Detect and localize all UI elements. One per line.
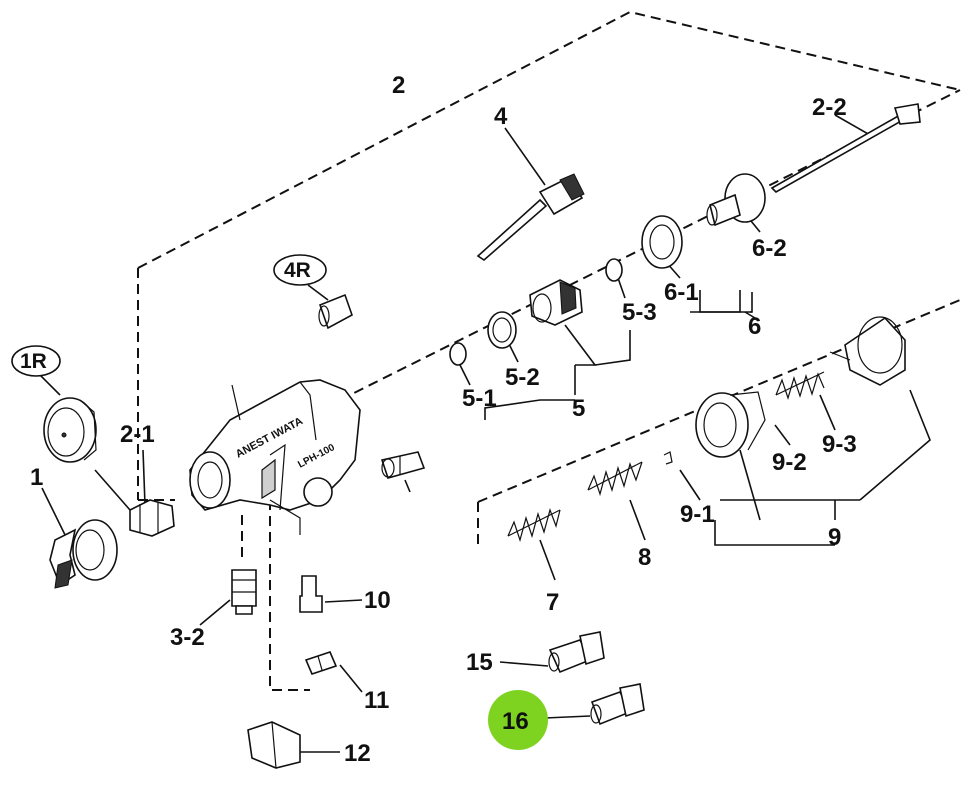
part-5-valve <box>529 279 583 326</box>
label-12: 12 <box>344 740 371 767</box>
part-5-1-o-ring <box>449 342 467 366</box>
label-1r: 1R <box>20 350 47 373</box>
label-5-2: 5-2 <box>505 364 540 391</box>
label-4: 4 <box>494 103 508 130</box>
label-6-1: 6-1 <box>664 279 699 306</box>
part-9-3-spring <box>775 371 825 400</box>
part-5-3-o-ring <box>605 258 623 282</box>
label-3-2: 3-2 <box>170 624 205 651</box>
part-6-2-packing-screw <box>706 173 766 227</box>
label-2: 2 <box>392 72 405 99</box>
label-5-3: 5-3 <box>622 299 657 326</box>
label-8: 8 <box>638 544 651 571</box>
part-2-2-needle <box>770 103 921 193</box>
part-3-2-air-inlet <box>231 569 257 615</box>
part-5-2-o-ring <box>487 311 517 349</box>
part-15-connector <box>548 631 605 674</box>
label-9-1: 9-1 <box>680 501 715 528</box>
highlight-circle-16 <box>488 690 548 750</box>
part-4-adjusting-screw <box>476 173 585 262</box>
label-4r: 4R <box>284 259 311 282</box>
label-2-2: 2-2 <box>812 94 847 121</box>
part-16-connector <box>590 683 645 726</box>
part-8-spring <box>587 461 643 497</box>
part-12-clip <box>247 721 301 769</box>
part-9-adjuster <box>695 391 766 458</box>
part-2-1-fluid-nozzle <box>129 499 175 537</box>
oval-4r <box>273 254 327 286</box>
label-15: 15 <box>466 649 493 676</box>
label-7: 7 <box>546 589 559 616</box>
label-9: 9 <box>828 524 841 551</box>
label-5-1: 5-1 <box>462 385 497 412</box>
label-1: 1 <box>30 464 43 491</box>
label-11: 11 <box>364 687 389 714</box>
part-1-air-cap <box>49 519 118 589</box>
part-10-screw <box>299 575 323 613</box>
group-3-frame <box>241 500 310 691</box>
label-16: 16 <box>502 708 529 735</box>
part-6-1-ring <box>641 215 683 269</box>
label-6: 6 <box>748 313 761 340</box>
label-9-3: 9-3 <box>822 431 857 458</box>
part-11-plug <box>304 651 338 675</box>
part-air-fitting <box>380 451 426 479</box>
part-gun-body: ANEST IWATA LPH-100 <box>189 379 361 535</box>
part-4r-knob <box>318 293 353 330</box>
part-9-3-cap <box>829 316 906 386</box>
label-6-2: 6-2 <box>752 235 787 262</box>
part-9-1-clip <box>663 451 673 465</box>
label-10: 10 <box>364 587 391 614</box>
part-7-spring <box>507 508 561 543</box>
oval-1r <box>11 345 61 377</box>
label-9-2: 9-2 <box>772 449 807 476</box>
part-1r-air-cap <box>43 397 97 463</box>
label-5: 5 <box>572 395 585 422</box>
label-2-1: 2-1 <box>120 421 155 448</box>
part-labels: 2 4 2-2 4R 1R 6-2 6-1 6 5-3 5-2 5-1 5 2-… <box>20 72 857 767</box>
